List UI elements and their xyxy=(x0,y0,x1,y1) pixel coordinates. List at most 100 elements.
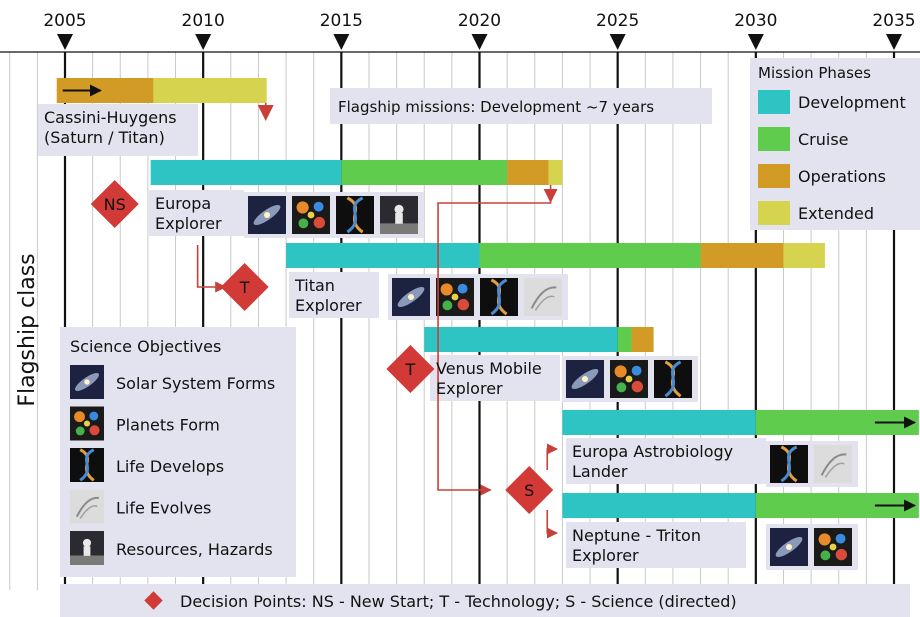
legend-swatch xyxy=(758,164,790,188)
mission-label-box xyxy=(430,355,560,401)
y-axis-label: Flagship class xyxy=(15,253,40,406)
legend-item: Development xyxy=(798,93,906,112)
tick-marker xyxy=(195,34,212,50)
planets-icon xyxy=(814,528,852,566)
planets-icon xyxy=(292,196,330,234)
decision-point-code: NS xyxy=(104,195,126,214)
bar-layer xyxy=(56,78,919,518)
objective-label: Solar System Forms xyxy=(116,374,275,393)
mission-label: Explorer xyxy=(436,379,503,398)
legend-item: Extended xyxy=(798,204,874,223)
tick-label: 2020 xyxy=(458,11,501,31)
text-layer: Flagship class Flagship missions: Develop… xyxy=(15,64,906,611)
mission-bar-segment xyxy=(548,160,563,185)
decision-connector xyxy=(546,510,558,539)
life-evolves-icon xyxy=(814,445,852,483)
mission-bar-segment xyxy=(617,327,632,352)
tick-marker xyxy=(471,34,488,50)
decision-point-diamond xyxy=(220,263,269,311)
mission-bar-segment xyxy=(631,327,654,352)
solar-icon xyxy=(70,365,104,399)
legend-swatch xyxy=(758,201,790,225)
objective-label: Life Develops xyxy=(116,457,224,476)
marker-layer: NS T T S xyxy=(90,180,554,610)
mission-bar-segment xyxy=(562,410,756,435)
mission-label: Lander xyxy=(572,462,628,481)
connector-arrowhead xyxy=(257,105,274,121)
connector-layer xyxy=(196,103,558,539)
tick-label: 2010 xyxy=(182,11,225,31)
legend-title: Mission Phases xyxy=(758,64,871,82)
decision-point-diamond xyxy=(505,466,554,514)
mission-label: Neptune - Triton xyxy=(572,526,701,545)
tick-marker xyxy=(333,34,350,50)
mission-bar-segment xyxy=(507,160,549,185)
mission-label-box xyxy=(566,438,766,484)
note-box xyxy=(330,88,712,124)
footer-box xyxy=(60,584,910,617)
objective-label: Life Evolves xyxy=(116,499,211,518)
footer-note: Decision Points: NS - New Start; T - Tec… xyxy=(180,592,737,611)
planets-icon xyxy=(610,360,648,398)
resources-icon xyxy=(380,196,418,234)
tick-label: 2035 xyxy=(872,11,915,31)
life-develops-icon xyxy=(654,360,692,398)
mission-label-box xyxy=(566,522,746,568)
objective-label: Planets Form xyxy=(116,416,220,435)
planets-icon xyxy=(70,406,104,441)
mission-bar-segment xyxy=(424,327,618,352)
decision-legend-diamond xyxy=(144,591,163,610)
mission-bar-segment xyxy=(153,78,267,103)
mission-label: Cassini-Huygens xyxy=(44,108,177,127)
decision-point-diamond xyxy=(90,180,139,228)
mission-label-box xyxy=(289,272,379,318)
tick-marker xyxy=(57,34,73,50)
mission-label: Explorer xyxy=(155,214,222,233)
tick-label: 2030 xyxy=(734,11,777,31)
mission-bar-segment xyxy=(341,160,508,185)
solar-icon xyxy=(566,360,604,398)
decision-connector xyxy=(196,245,227,293)
mission-bar-segment xyxy=(479,243,701,268)
tick-marker xyxy=(609,34,626,50)
planets-icon xyxy=(436,278,474,316)
panel-layer xyxy=(38,58,920,617)
legend-swatch xyxy=(758,90,790,114)
legend-item: Cruise xyxy=(798,130,849,149)
mission-label: Europa Astrobiology xyxy=(572,442,733,461)
note-text: Flagship missions: Development ~7 years xyxy=(338,98,654,116)
legend-swatch xyxy=(758,127,790,151)
tick-label: 2015 xyxy=(320,11,363,31)
decision-point-code: S xyxy=(524,481,534,500)
mission-bar-segment xyxy=(700,243,784,268)
resources-icon xyxy=(70,531,104,565)
decision-point-diamond xyxy=(386,345,435,393)
objective-label: Resources, Hazards xyxy=(116,540,273,559)
mission-label-box xyxy=(38,104,198,156)
mission-bar-segment xyxy=(150,160,342,185)
legend-item: Operations xyxy=(798,167,886,186)
tick-label: 2005 xyxy=(43,11,86,31)
decision-point-code: T xyxy=(405,360,416,379)
mission-bar-segment xyxy=(783,243,825,268)
mission-label: Venus Mobile xyxy=(436,359,542,378)
life-develops-icon xyxy=(70,448,104,482)
mission-bar-segment xyxy=(286,243,480,268)
life-develops-icon xyxy=(336,196,374,234)
solar-icon xyxy=(392,278,430,316)
mission-label: Europa xyxy=(155,194,211,213)
life-evolves-icon xyxy=(524,278,562,316)
mission-label: (Saturn / Titan) xyxy=(44,128,165,147)
decision-point-code: T xyxy=(239,278,250,297)
mission-label: Explorer xyxy=(572,546,639,565)
decision-connector xyxy=(546,443,558,470)
tick-marker xyxy=(886,34,902,50)
mission-label-box xyxy=(149,190,244,236)
life-evolves-icon xyxy=(70,489,104,524)
solar-icon xyxy=(770,528,808,566)
objectives-title: Science Objectives xyxy=(70,337,221,356)
mission-label: Titan xyxy=(294,276,335,295)
life-develops-icon xyxy=(770,445,808,483)
solar-icon xyxy=(248,196,286,234)
